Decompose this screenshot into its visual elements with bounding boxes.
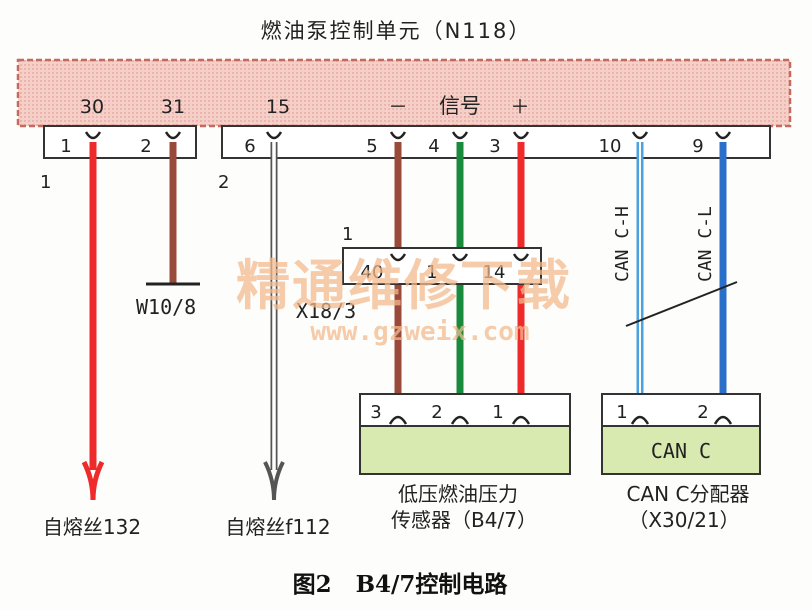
connector-1-pin-1: 1 [60,136,71,157]
sensor-name-line2: 传感器（B4/7） [391,508,537,532]
connector-2-pin-3: 3 [489,136,500,157]
distributor-pin-hooks [630,415,733,425]
connector-2-pin-6: 6 [244,136,255,157]
can-high-label: CAN C-H [612,206,633,282]
distributor-body-label: CAN C [651,439,711,463]
connector-2-pin-4: 4 [428,136,439,157]
watermark-url: www.gzweix.com [310,317,529,347]
sensor-pin-1: 1 [492,402,503,423]
watermark-chinese: 精通维修下载 [236,254,572,317]
terminal-30-label: 30 [80,96,104,118]
figure-caption: 图2 B4/7控制电路 [293,571,509,598]
terminal-15-label: 15 [266,96,290,118]
junction-pin-14: 14 [483,262,506,283]
junction-pin-1: 1 [426,262,437,283]
junction-pin-hooks [389,253,530,262]
connector-2-pin-5: 5 [366,136,377,157]
can-twist-line [625,281,738,327]
distributor-pin-1: 1 [616,402,627,423]
pin-hooks [84,131,732,140]
connector-2-pin-9: 9 [692,136,703,157]
sensor-pin-3: 3 [370,402,381,423]
connector-2-pin-10: 10 [599,136,622,157]
connector-1-pin-2: 2 [140,136,151,157]
connector-2-id: 2 [218,172,229,193]
signal-plus-label: ＋ [510,96,529,118]
fuse-f112-label: 自熔丝f112 [225,515,330,539]
sensor-pin-2: 2 [431,402,442,423]
distributor-body [601,425,761,475]
distributor-pin-2: 2 [697,402,708,423]
module-title: 燃油泵控制单元（N118） [261,19,532,43]
junction-connector-id: 1 [342,224,353,245]
sensor-pin-hooks [388,415,531,425]
junction-connector-body [342,247,542,285]
fuse-f112-tip [263,461,285,501]
distributor-name-line2: （X30/21） [628,508,739,532]
signal-minus-label: － [388,96,407,118]
connector-2-body [221,125,771,159]
signal-label: 信号 [439,94,481,118]
fuse-132-label: 自熔丝132 [43,515,141,539]
control-unit-box [16,58,792,128]
connector-1-id: 1 [40,172,51,193]
junction-pin-40: 40 [361,262,384,283]
sensor-name-line1: 低压燃油压力 [398,482,518,506]
junction-connector-name: X18/3 [296,299,356,323]
sensor-body [359,425,571,475]
can-low-label: CAN C-L [695,206,716,282]
distributor-name-line1: CAN C分配器 [627,482,750,506]
fuse-132-tip [81,460,105,501]
ground-label: W10/8 [136,295,196,319]
terminal-31-label: 31 [161,96,185,118]
